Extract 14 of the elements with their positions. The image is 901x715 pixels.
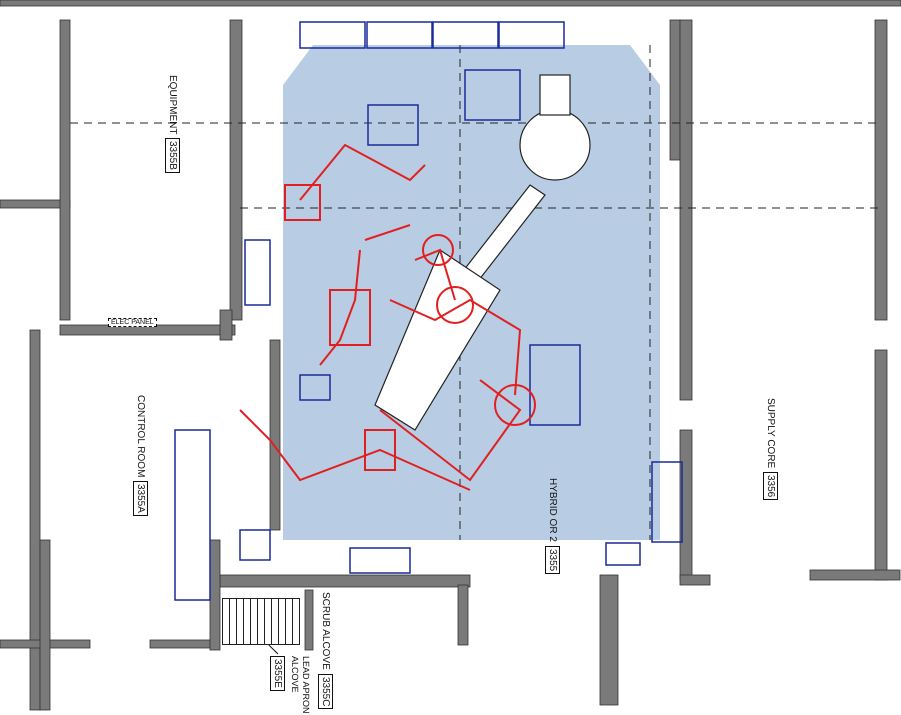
room-number-tag: 3355 [545, 546, 560, 574]
room-number-tag: 3356 [763, 472, 778, 500]
room-name: HYBRID OR 2 [547, 478, 558, 542]
alcove-area [222, 598, 300, 645]
room-number-tag: 3355C [318, 674, 333, 710]
room-number-tag: 3355E [270, 656, 285, 691]
room-number-tag: 3355A [133, 481, 148, 516]
room-name: EQUIPMENT [167, 75, 178, 134]
room-name: CONTROL ROOM [135, 395, 146, 478]
room-name: LEAD APRON ALCOVE [289, 656, 311, 714]
room-name: SUPPLY CORE [765, 398, 776, 468]
room-number-tag: 3355B [165, 138, 180, 174]
room-name: SCRUB ALCOVE [320, 592, 331, 670]
leader-line [268, 644, 278, 654]
